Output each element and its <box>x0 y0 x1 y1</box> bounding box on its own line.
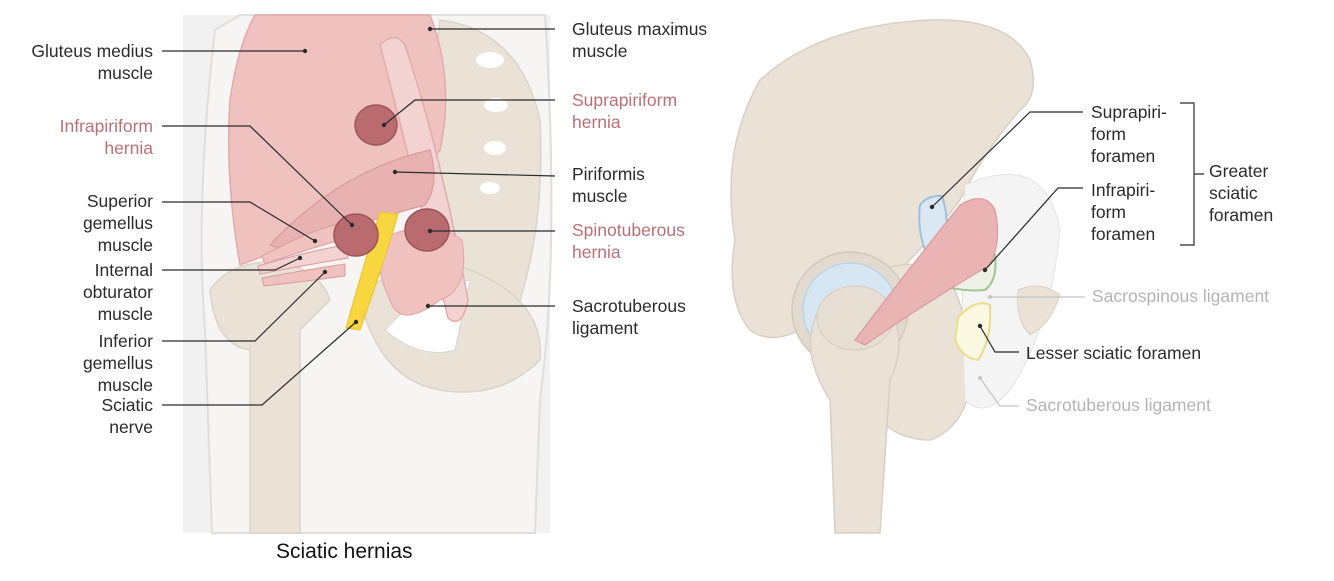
sacral-foramen <box>484 141 506 155</box>
leader-sciatic-nerve <box>162 321 357 406</box>
leader-dot <box>425 303 431 309</box>
spinotuberous-hernia <box>404 208 450 252</box>
leader-suprapiriform-hernia <box>383 99 555 126</box>
left-leader-dots <box>297 26 433 325</box>
leader-dot <box>977 323 983 329</box>
lesser-sciatic-foramen-outline <box>953 302 992 362</box>
leader-sacrotuberous-ligament-right <box>979 377 1019 407</box>
leader-internal-obturator <box>162 257 301 271</box>
suprapiriform-hernia <box>354 104 398 146</box>
left-leader-lines <box>162 28 556 406</box>
leader-dot <box>381 122 387 128</box>
leader-suprapiriform-foramen <box>931 111 1083 208</box>
label-sacrotuberous-ligament-right: Sacrotuberous ligament <box>1026 395 1211 415</box>
inferior-gemellus-muscle <box>261 263 346 287</box>
piriformis-muscle-right <box>854 198 999 346</box>
leader-dot <box>427 228 433 234</box>
leader-piriformis <box>394 171 556 177</box>
leader-dot <box>353 319 359 325</box>
leader-dot <box>988 295 992 299</box>
leader-dot <box>322 269 328 275</box>
sacral-foramen <box>484 98 508 112</box>
label-spinotuberous-hernia: Spinotuberous hernia <box>572 220 685 262</box>
leader-dot <box>929 204 935 210</box>
left-panel-drawing <box>183 14 553 534</box>
sacral-foramen <box>476 52 504 68</box>
leader-dot <box>392 169 398 175</box>
label-gluteus-medius: Gluteus medius muscle <box>31 41 153 83</box>
leader-dot <box>312 238 318 244</box>
label-gluteus-maximus: Gluteus maximus muscle <box>572 19 708 61</box>
label-sacrospinous-ligament: Sacrospinous ligament <box>1092 286 1270 306</box>
right-faded-leaders <box>979 296 1085 407</box>
label-inferior-gemellus: Inferior gemellus muscle <box>82 331 153 395</box>
label-internal-obturator: Internal obturator muscle <box>82 260 153 324</box>
sacral-foramen <box>480 182 500 194</box>
leader-dot <box>978 376 982 380</box>
label-suprapiriform-foramen: Suprapiri- form foramen <box>1091 102 1167 166</box>
infrapiriform-hernia <box>333 213 379 257</box>
right-leader-dots <box>929 204 992 380</box>
figure-title: Sciatic hernias <box>276 540 413 563</box>
right-leader-lines <box>931 102 1204 353</box>
label-sciatic-nerve: Sciatic nerve <box>101 395 153 437</box>
leader-infrapiriform-hernia <box>162 125 353 226</box>
leader-infrapiriform-foramen <box>984 187 1083 271</box>
leader-dot <box>297 255 303 261</box>
label-sacrotuberous-ligament: Sacrotuberous ligament <box>572 296 686 338</box>
label-lesser-sciatic-foramen: Lesser sciatic foramen <box>1026 343 1202 363</box>
right-panel-drawing <box>730 19 1061 534</box>
leader-dot <box>982 267 988 273</box>
label-infrapiriform-hernia: Infrapiriform hernia <box>59 116 153 158</box>
label-piriformis: Piriformis muscle <box>572 164 645 206</box>
label-suprapiriform-hernia: Suprapiriform hernia <box>572 90 678 132</box>
leader-dot <box>302 48 308 54</box>
leader-lesser-sciatic-foramen <box>979 325 1019 353</box>
leader-dot <box>349 222 355 228</box>
label-superior-gemellus: Superior gemellus muscle <box>82 191 153 255</box>
leader-superior-gemellus <box>162 201 316 242</box>
leader-dot <box>427 26 433 32</box>
sacrum-tip <box>1017 285 1061 336</box>
greater-sciatic-bracket <box>1180 102 1204 246</box>
leader-inferior-gemellus <box>162 271 326 342</box>
label-greater-sciatic-foramen: Greater sciatic foramen <box>1209 161 1274 225</box>
label-infrapiriform-foramen: Infrapiri- form foramen <box>1091 180 1156 244</box>
ilium-bone <box>730 19 1035 339</box>
